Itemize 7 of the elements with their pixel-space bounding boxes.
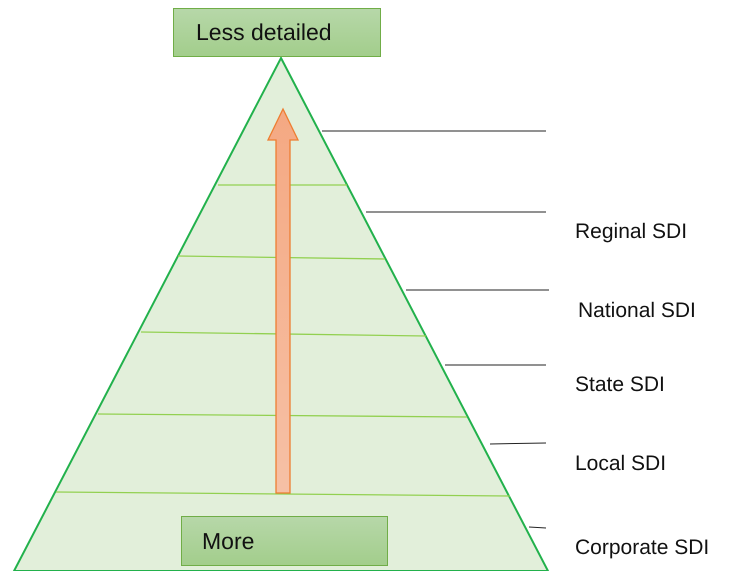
text-box: More [181, 516, 388, 566]
level-label: National SDI [578, 299, 696, 323]
level-label: Local SDI [575, 452, 666, 476]
level-label: Corporate SDI [575, 536, 710, 560]
text-box: Less detailed [173, 8, 381, 57]
level-label: Reginal SDI [575, 220, 688, 244]
level-label: State SDI [575, 373, 665, 397]
